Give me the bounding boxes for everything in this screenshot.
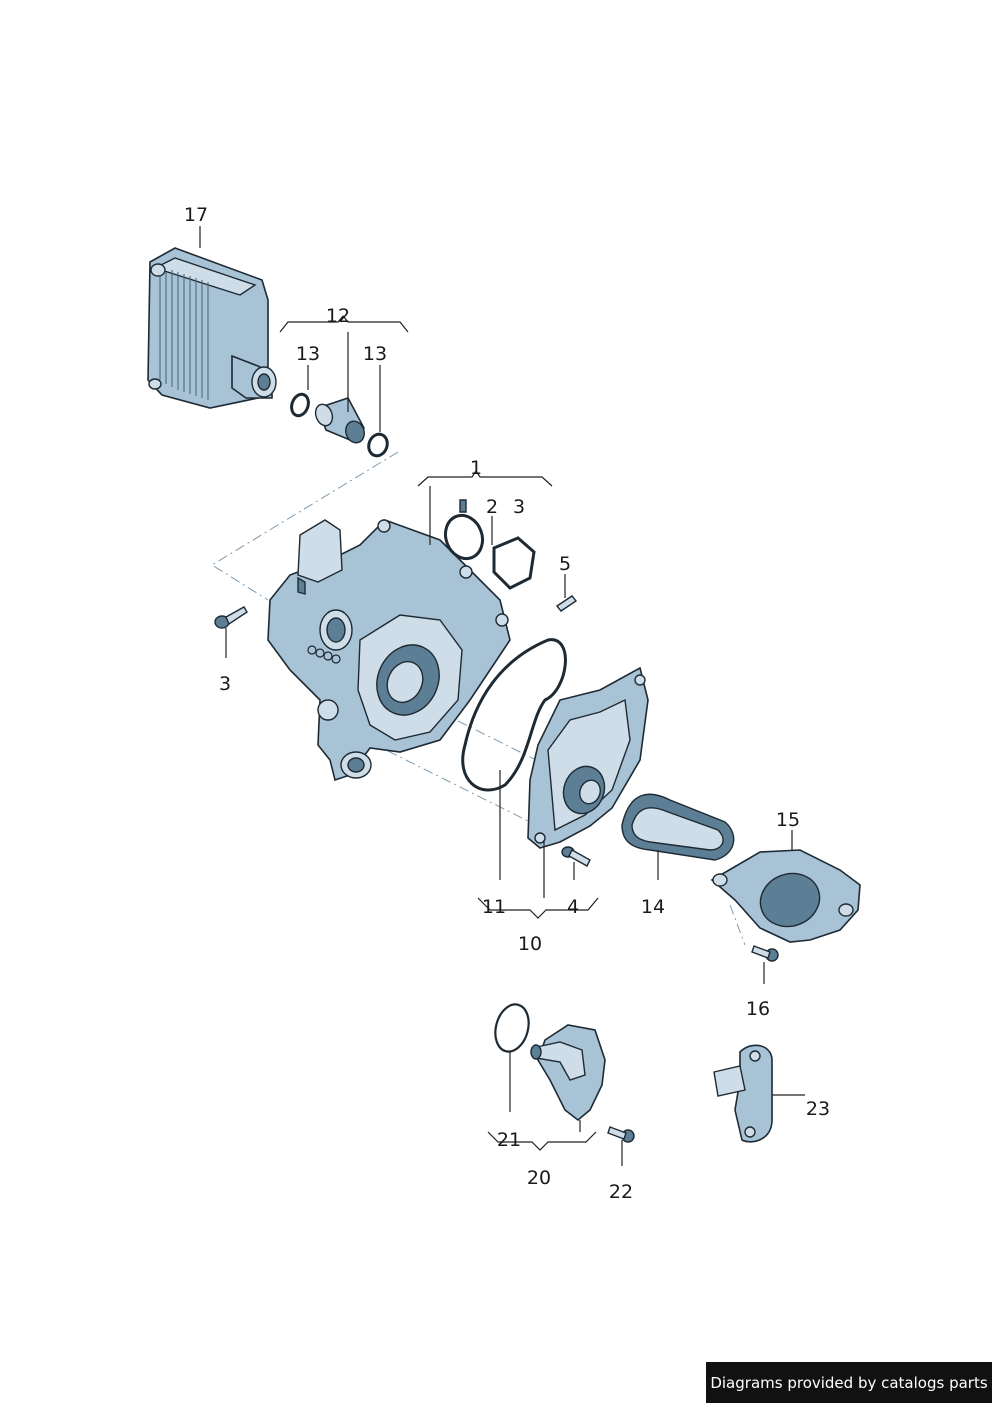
gasket-seals-top [443,499,536,590]
coolant-flange [530,1024,606,1122]
part-number-labels: 17 12 13 13 1 2 3 5 3 11 4 14 15 10 16 2… [184,204,830,1203]
flange-o-ring [494,1003,530,1053]
connector-pipe-seals [290,392,389,458]
flange-bolt [607,1126,635,1143]
part-label-4: 4 [567,896,579,918]
leader-lines [199,226,805,1166]
part-label-5: 5 [559,553,571,575]
pump-bolt [561,846,591,867]
part-label-2: 2 [486,496,498,518]
dowel-pin [555,595,578,612]
part-label-16: 16 [746,998,770,1020]
part-label-13-right: 13 [363,343,387,365]
part-label-1: 1 [470,457,482,479]
cover-bolt [751,945,779,962]
large-o-ring [461,638,567,792]
part-label-12: 12 [326,305,350,327]
bracket [713,1044,773,1143]
toothed-belt [621,793,735,861]
assembly-axis-lines [211,451,746,946]
part-label-3-left: 3 [219,673,231,695]
attribution-badge: Diagrams provided by catalogs parts [706,1362,992,1403]
belt-cover [710,849,861,943]
part-label-22: 22 [609,1181,633,1203]
coolant-pump-housing [267,519,511,782]
oil-cooler [147,247,277,409]
part-label-13-left: 13 [296,343,320,365]
attribution-text: Diagrams provided by catalogs parts [710,1373,988,1392]
part-label-23: 23 [806,1098,830,1120]
part-label-20: 20 [527,1167,551,1189]
part-label-15: 15 [776,809,800,831]
part-label-10: 10 [518,933,542,955]
part-label-21: 21 [497,1129,521,1151]
water-pump [527,666,649,849]
part-label-14: 14 [641,896,665,918]
part-label-17: 17 [184,204,208,226]
part-label-3-top: 3 [513,496,525,518]
bolt-left [214,606,248,629]
part-label-11: 11 [482,896,506,918]
